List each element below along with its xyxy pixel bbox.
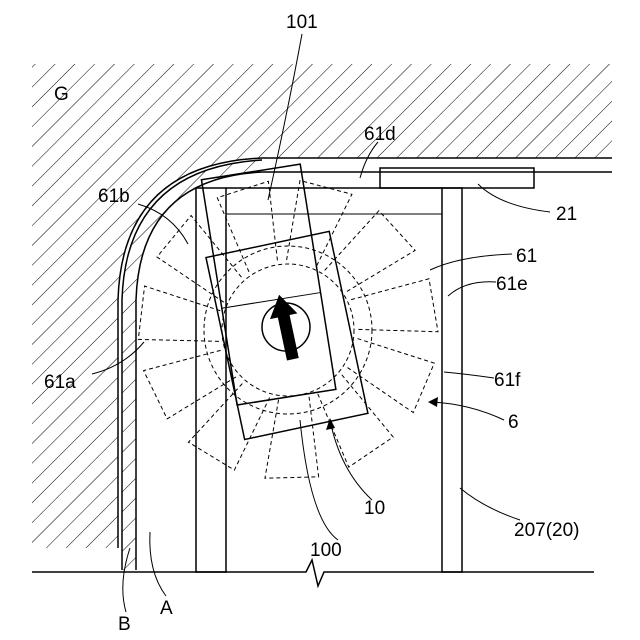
leader-61e (448, 282, 496, 296)
label-207-20: 207(20) (514, 520, 580, 541)
leader-A (150, 532, 166, 596)
member-101-block (201, 164, 335, 405)
fan-blade (157, 216, 242, 303)
floor-line (32, 560, 594, 586)
label-61d: 61d (364, 124, 396, 145)
label-100: 100 (310, 540, 342, 561)
fan-blade (188, 383, 269, 470)
label-61a: 61a (44, 372, 76, 393)
label-10: 10 (364, 498, 385, 519)
liner-fill-stripes (122, 160, 262, 570)
label-21: 21 (556, 204, 577, 225)
label-101: 101 (286, 12, 318, 33)
leader-6 (432, 402, 504, 420)
fan-blade (325, 211, 415, 292)
leader-100 (300, 420, 338, 540)
label-61: 61 (516, 246, 537, 267)
fan-blade (265, 397, 319, 478)
leader-10 (330, 420, 372, 500)
label-B: B (118, 614, 131, 635)
leader-207 (460, 488, 520, 520)
leader-10-arrowhead (326, 418, 335, 430)
leader-61f (444, 372, 494, 378)
plate-21 (380, 168, 534, 188)
fan-blade (138, 286, 220, 341)
up-arrow-icon (265, 292, 306, 362)
label-A: A (160, 598, 173, 619)
label-ground: G (54, 84, 69, 105)
label-61f: 61f (494, 370, 521, 391)
frame-post-left (196, 188, 226, 572)
label-6: 6 (508, 412, 519, 433)
leader-6-arrowhead (428, 397, 438, 407)
fan-blade (351, 279, 438, 332)
frame-post-right (442, 188, 462, 572)
fan-blade (144, 350, 236, 419)
member-101-divider (222, 293, 321, 309)
label-61b: 61b (98, 186, 130, 207)
fan-blade (287, 180, 352, 266)
label-61e: 61e (496, 274, 528, 295)
